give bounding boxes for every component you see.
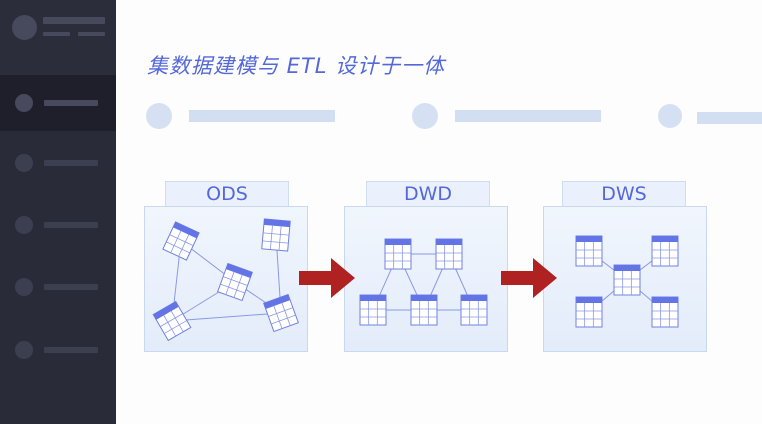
sidebar-item-icon[interactable]: [15, 278, 33, 296]
table-icon: [359, 294, 387, 326]
profile-meta-placeholder: [78, 32, 105, 36]
table-icon: [263, 293, 299, 333]
layer-tab-dws: DWS: [562, 181, 686, 207]
step-placeholder-icon: [146, 103, 172, 129]
sidebar-item-icon[interactable]: [15, 154, 33, 172]
sidebar-profile: [0, 0, 116, 75]
avatar-placeholder: [12, 15, 37, 40]
step-placeholder-bar: [455, 110, 601, 122]
table-icon: [651, 235, 679, 267]
flow-arrow-icon: [299, 258, 355, 298]
flow-arrow-icon: [501, 258, 557, 298]
table-icon: [575, 296, 603, 328]
sidebar-item-icon[interactable]: [15, 341, 33, 359]
page-title: 集数据建模与 ETL 设计于一体: [147, 54, 446, 78]
layer-tab-dwd: DWD: [366, 181, 490, 207]
sidebar-item-placeholder[interactable]: [44, 284, 98, 290]
layer-tab-ods: ODS: [165, 181, 289, 207]
table-icon: [384, 238, 412, 270]
sidebar-item-placeholder[interactable]: [44, 100, 98, 106]
step-placeholder-icon: [412, 103, 438, 129]
table-icon: [261, 218, 291, 252]
table-icon: [435, 238, 463, 270]
sidebar-item-icon[interactable]: [15, 216, 33, 234]
table-icon: [460, 294, 488, 326]
sidebar-item-icon[interactable]: [15, 94, 33, 112]
table-icon: [162, 221, 200, 261]
profile-name-placeholder: [43, 17, 105, 24]
table-icon: [152, 300, 192, 342]
sidebar-item-placeholder[interactable]: [44, 222, 98, 228]
table-icon: [217, 262, 253, 302]
sidebar-item-placeholder[interactable]: [44, 160, 98, 166]
table-icon: [613, 264, 641, 296]
relation-line: [171, 312, 282, 322]
sidebar: [0, 0, 116, 424]
table-icon: [651, 296, 679, 328]
step-placeholder-bar: [189, 110, 335, 122]
step-placeholder-bar: [697, 112, 762, 124]
sidebar-item-placeholder[interactable]: [44, 347, 98, 353]
table-icon: [410, 294, 438, 326]
table-icon: [575, 235, 603, 267]
layer-panel-dwd: [344, 206, 508, 352]
step-placeholder-icon: [658, 104, 682, 128]
profile-meta-placeholder: [43, 32, 70, 36]
